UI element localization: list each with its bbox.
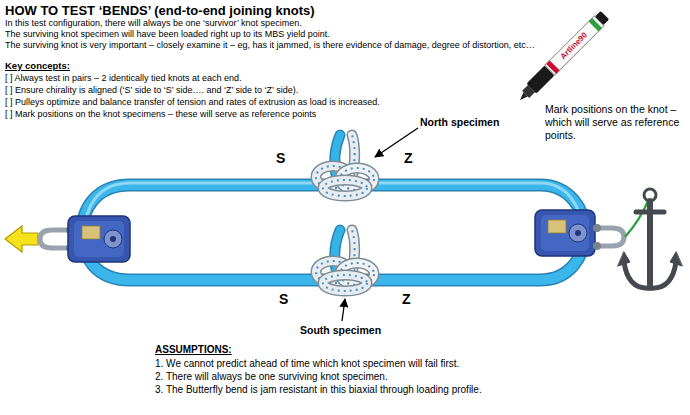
intro-note: The surviving knot is very important – c… bbox=[5, 40, 535, 51]
north-knot bbox=[316, 135, 374, 196]
intro-note: In this test configuration, there will a… bbox=[5, 18, 302, 29]
pull-arrow bbox=[5, 226, 38, 252]
assumption-item: 3. The Butterfly bend is jam resistant i… bbox=[155, 384, 482, 396]
chirality-label: S bbox=[279, 291, 288, 308]
title-text: HOW TO TEST ‘BENDS’ (end-to-end joining … bbox=[5, 3, 315, 19]
right-shackle bbox=[593, 224, 624, 250]
anchor-line bbox=[625, 201, 648, 237]
anchor-symbol bbox=[618, 189, 682, 288]
assumption-item: 2. There will always be one surviving kn… bbox=[155, 371, 388, 383]
checklist-item: [ ] Always test in pairs – 2 identically… bbox=[5, 73, 242, 84]
pen-brand: Artline90 bbox=[559, 31, 590, 62]
specimen-label: North specimen bbox=[420, 116, 499, 129]
south-knot bbox=[316, 230, 374, 291]
right-pulley bbox=[535, 210, 595, 256]
checklist-item: [ ] Ensure chirality is aligned (‘S’ sid… bbox=[5, 85, 298, 96]
callout-note: Mark positions on the knot – which will … bbox=[545, 103, 685, 142]
specimen-label: South specimen bbox=[300, 324, 381, 337]
chirality-label: Z bbox=[404, 150, 413, 167]
leader-arrow bbox=[342, 299, 345, 321]
assumption-item: 1. We cannot predict ahead of time which… bbox=[155, 358, 459, 370]
section-heading: ASSUMPTIONS: bbox=[155, 344, 232, 356]
section-heading: Key concepts: bbox=[5, 60, 70, 71]
chirality-label: S bbox=[276, 150, 285, 167]
intro-note: The surviving knot specimen will have be… bbox=[5, 29, 330, 40]
checklist-item: [ ] Pulleys optimize and balance transfe… bbox=[5, 97, 380, 108]
marker-pen bbox=[515, 10, 610, 105]
checklist-item: [ ] Mark positions on the knot specimens… bbox=[5, 109, 316, 120]
chirality-label: Z bbox=[402, 291, 411, 308]
left-pulley bbox=[68, 216, 130, 262]
